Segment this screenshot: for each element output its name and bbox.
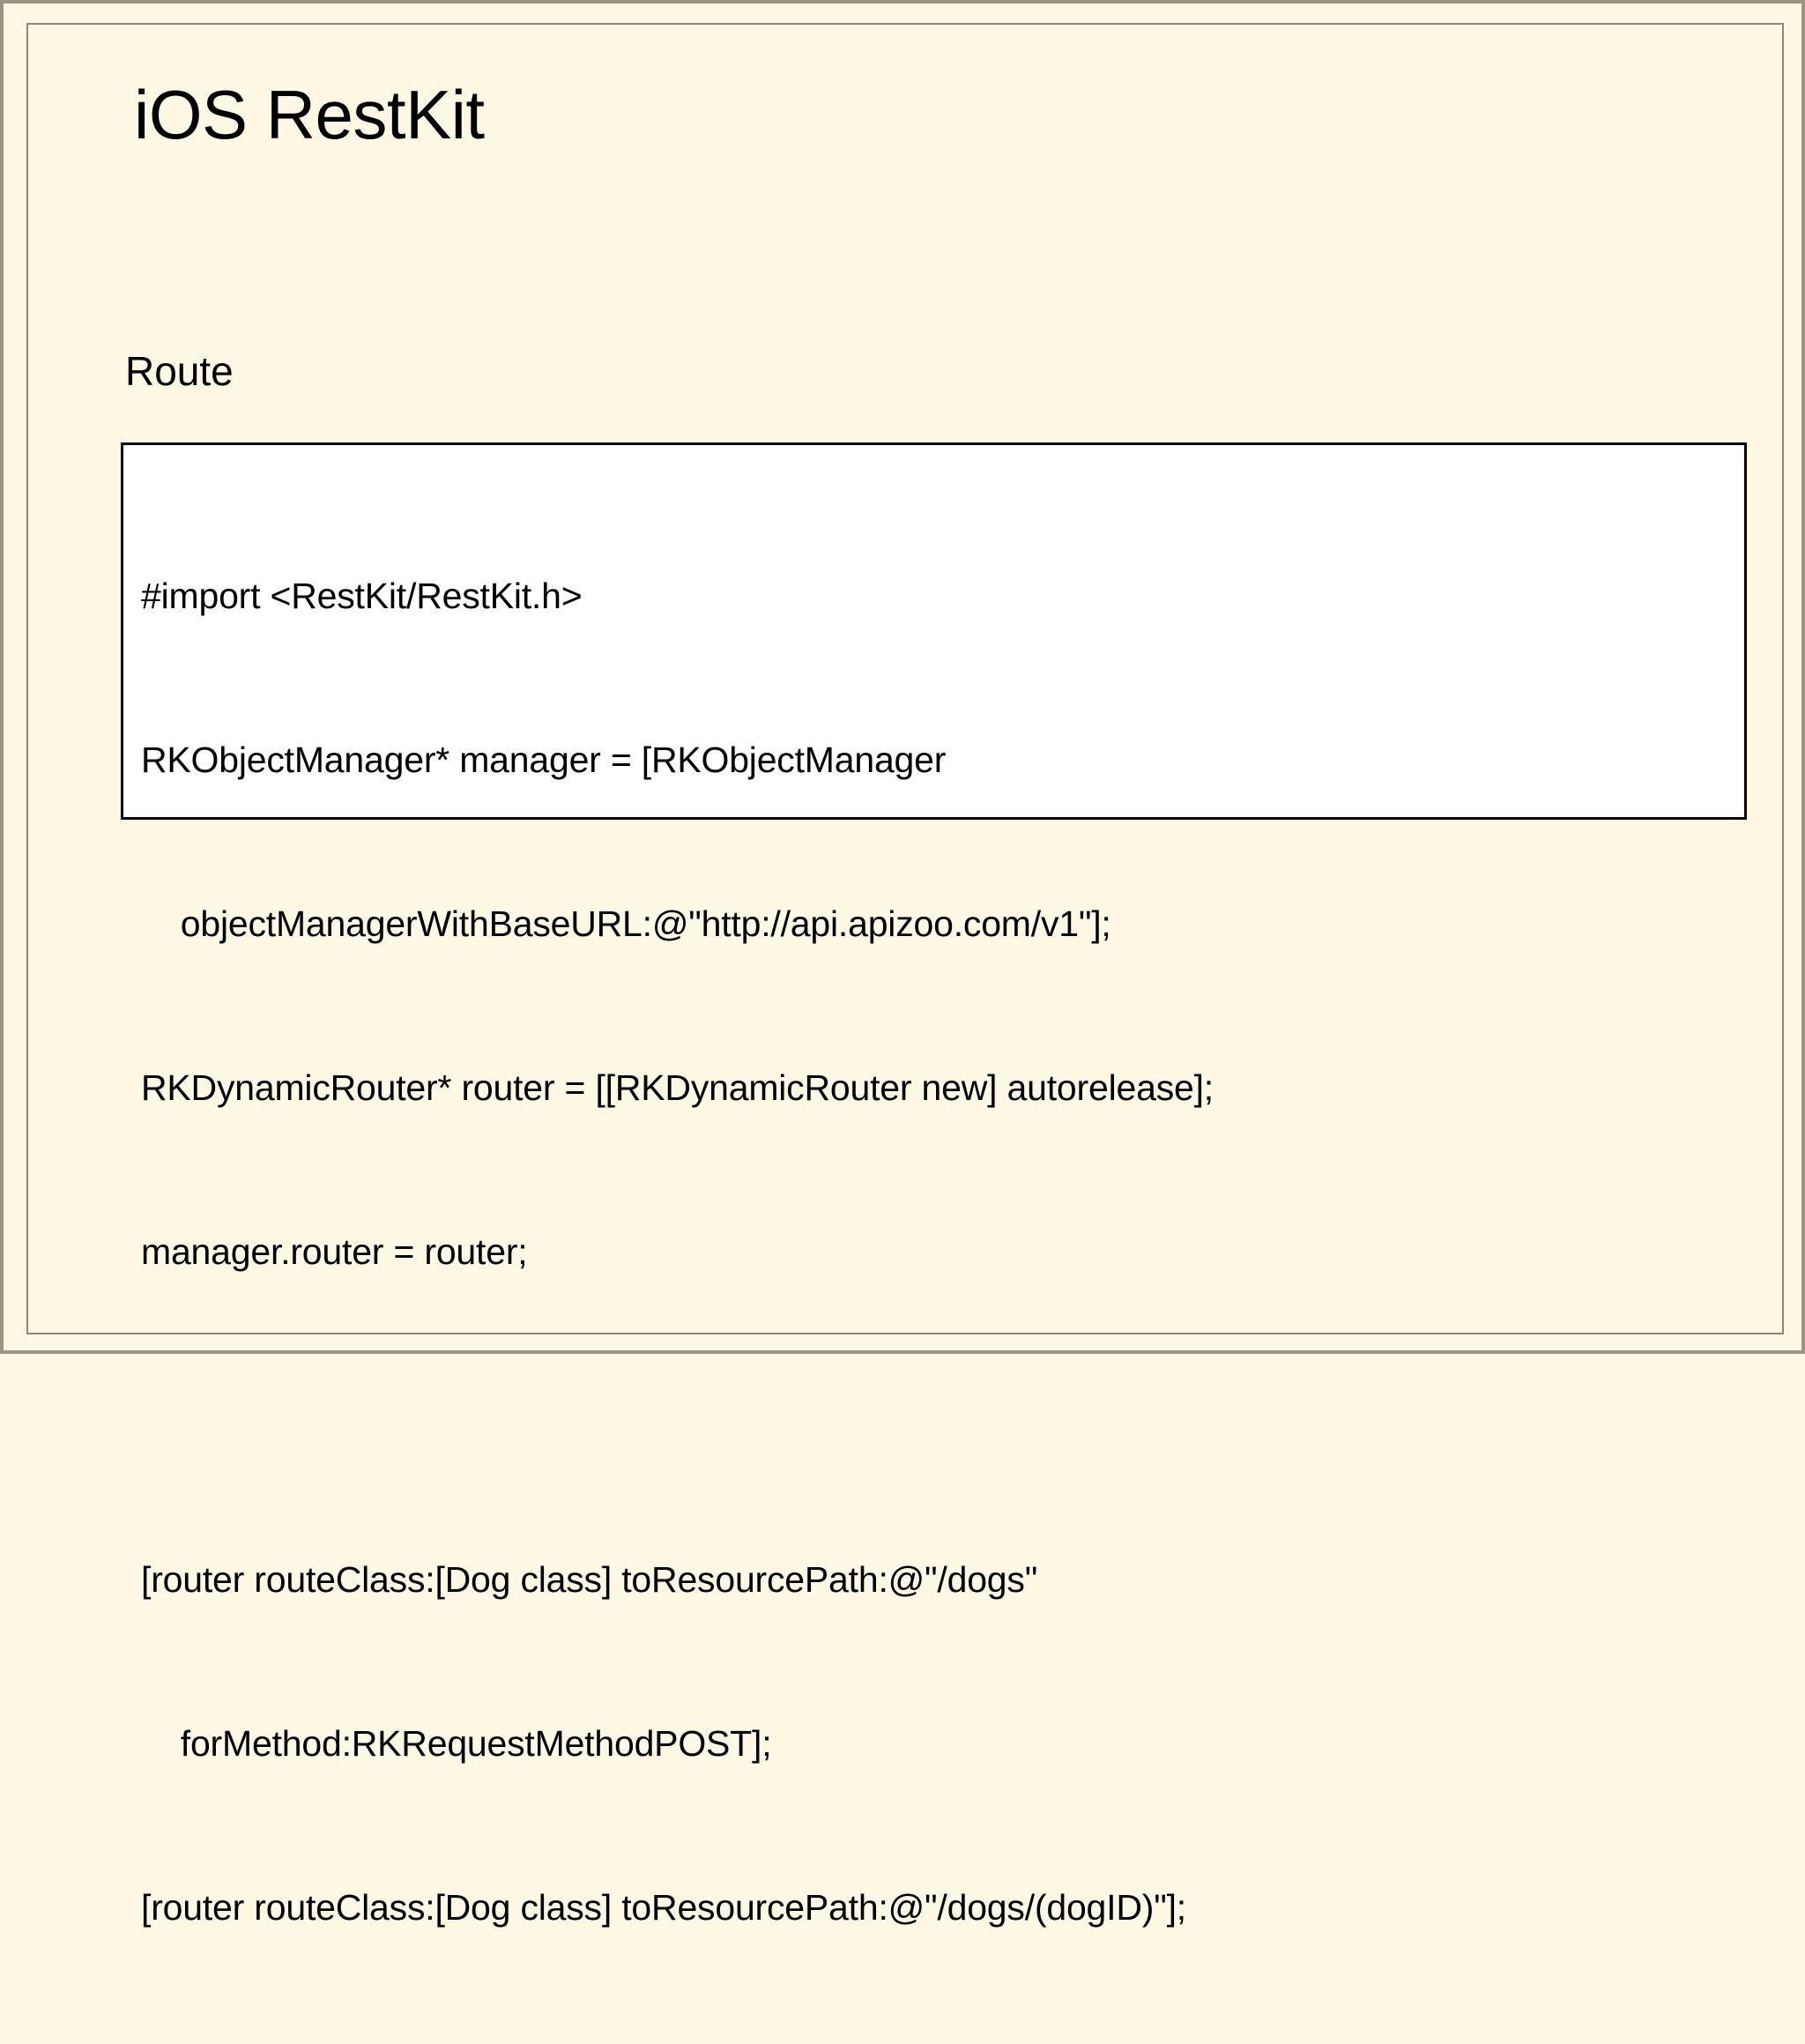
code-line-blank [141,1388,1727,1443]
code-line: RKDynamicRouter* router = [[RKDynamicRou… [141,1067,1214,1108]
code-line: #import <RestKit/RestKit.h> [141,576,583,616]
code-block: #import <RestKit/RestKit.h> RKObjectMana… [121,442,1747,1928]
page-title: iOS RestKit [134,76,485,153]
code-line: manager.router = router; [141,1231,528,1272]
slide-inner-frame: iOS RestKit Route #import <RestKit/RestK… [26,23,1784,1928]
code-line: [router routeClass:[Dog class] toResourc… [141,1887,1186,1928]
code-line: objectManagerWithBaseURL:@"http://api.ap… [141,903,1111,944]
slide-container: iOS RestKit Route #import <RestKit/RestK… [0,0,1805,1928]
code-line: forMethod:RKRequestMethodPOST]; [141,1723,772,1764]
code-lines: #import <RestKit/RestKit.h> RKObjectMana… [141,459,1727,2044]
code-line: RKObjectManager* manager = [RKObjectMana… [141,740,947,780]
section-label: Route [125,348,234,394]
code-line: [router routeClass:[Dog class] toResourc… [141,1559,1038,1600]
